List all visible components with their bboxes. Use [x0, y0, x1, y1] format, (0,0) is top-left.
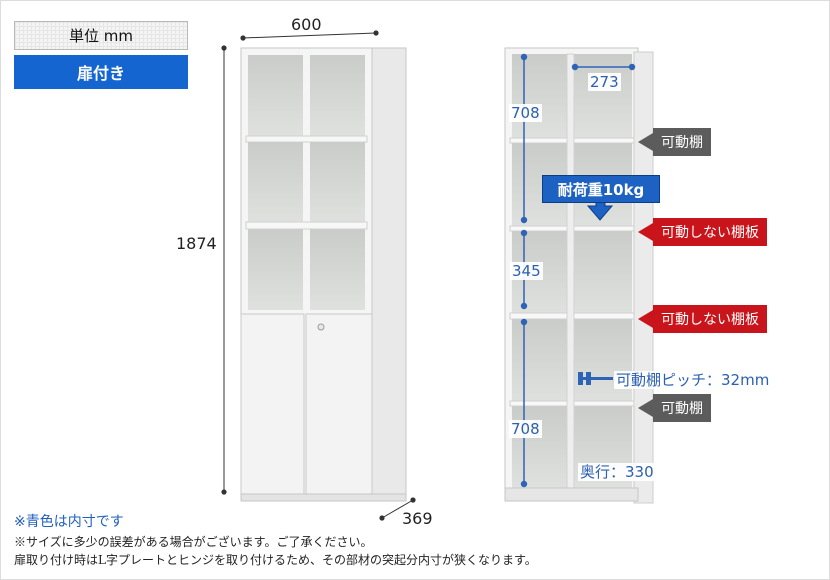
- door-badge: 扉付き: [14, 55, 188, 89]
- movable-shelf-tag-bottom: 可動棚: [653, 394, 711, 422]
- shelf-pitch-label: 可動棚ピッチ：32mm: [614, 371, 772, 389]
- fixed-shelf-tag-1: 可動しない棚板: [653, 218, 767, 246]
- inner-dimension-lines: [520, 53, 636, 488]
- cabinet-front: [221, 30, 416, 521]
- inner-depth-label: 奥行：330: [578, 463, 656, 481]
- height-dimension: 1874: [176, 234, 217, 253]
- unit-label: 単位 mm: [69, 27, 133, 45]
- movable-shelf-tag-top: 可動棚: [653, 128, 711, 156]
- pointer-arrows: [586, 133, 653, 417]
- load-capacity-text: 耐荷重10kg: [557, 180, 645, 199]
- fixed-shelf-tag-2-text: 可動しない棚板: [661, 312, 759, 328]
- door-hardware-note: 扉取り付け時はL字プレートとヒンジを取り付けるため、その部材の突起分内寸が狭くな…: [14, 553, 537, 567]
- movable-shelf-tag-bottom-text: 可動棚: [661, 401, 703, 417]
- movable-shelf-tag-top-text: 可動棚: [661, 135, 703, 151]
- inner-width-label: 273: [588, 73, 621, 91]
- depth-dimension: 369: [402, 509, 433, 528]
- inner-size-note: ※青色は内寸です: [14, 514, 124, 530]
- load-capacity-badge: 耐荷重10kg: [542, 175, 660, 203]
- unit-badge: 単位 mm: [14, 21, 188, 50]
- inner-bottom-height-label: 708: [509, 420, 542, 438]
- inner-top-height-label: 708: [509, 104, 542, 122]
- tolerance-note: ※サイズに多少の誤差がある場合がございます。ご了承ください。: [14, 535, 373, 549]
- inner-middle-height-label: 345: [510, 262, 543, 280]
- width-dimension: 600: [291, 15, 322, 34]
- fixed-shelf-tag-1-text: 可動しない棚板: [661, 225, 759, 241]
- fixed-shelf-tag-2: 可動しない棚板: [653, 305, 767, 333]
- door-label: 扉付き: [76, 64, 125, 83]
